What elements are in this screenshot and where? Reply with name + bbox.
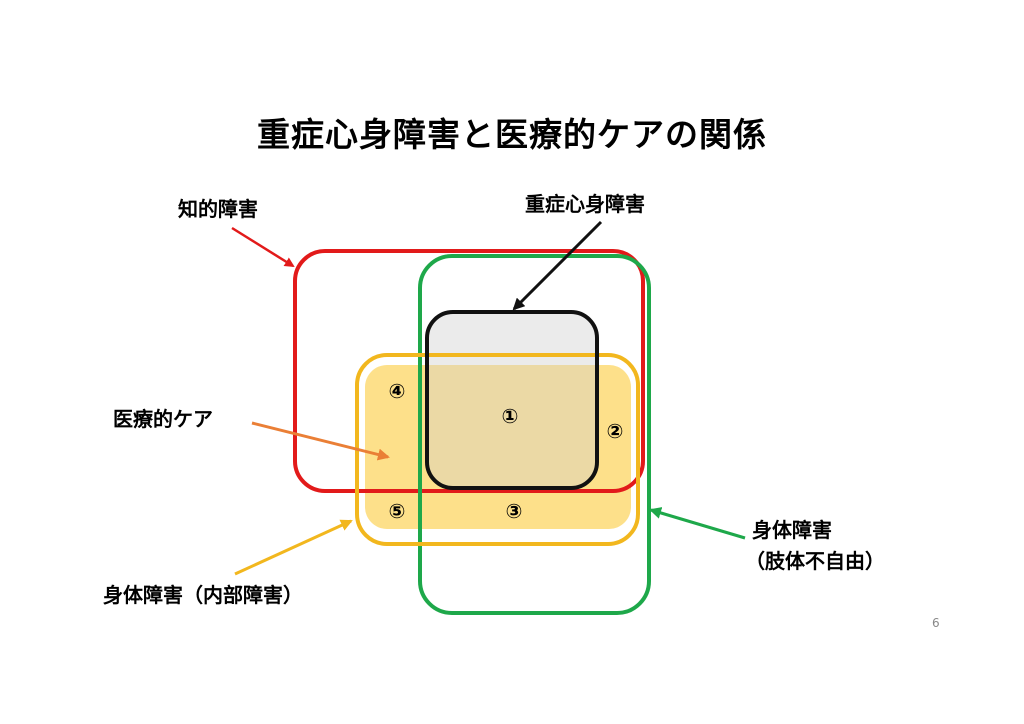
severe-medical-overlap: [427, 365, 597, 488]
physical-limb-disability-box: [418, 254, 651, 615]
region-2-label: ②: [606, 419, 624, 443]
physical-limb-label-line2: （肢体不自由）: [745, 549, 885, 573]
intellectual-arrow: [231, 226, 295, 268]
physical-limb-label-line1: 身体障害: [752, 518, 832, 542]
physical-limb-arrow: [649, 507, 746, 540]
page-number: 6: [932, 616, 940, 630]
region-3-label: ③: [505, 499, 523, 523]
severe-disability-box: [425, 310, 599, 490]
physical-internal-label: 身体障害（内部障害）: [103, 583, 303, 607]
severe-arrow: [512, 220, 603, 311]
region-5-label: ⑤: [388, 499, 406, 523]
intellectual-disability-label: 知的障害: [178, 197, 258, 221]
medical-care-arrow: [251, 421, 390, 461]
physical-internal-arrow: [234, 519, 353, 576]
region-4-label: ④: [388, 379, 406, 403]
medical-care-label: 医療的ケア: [113, 407, 213, 431]
page-title: 重症心身障害と医療的ケアの関係: [257, 115, 767, 154]
severe-disability-label: 重症心身障害: [525, 192, 645, 216]
intellectual-disability-box: [293, 249, 645, 493]
region-1-label: ①: [501, 404, 519, 428]
